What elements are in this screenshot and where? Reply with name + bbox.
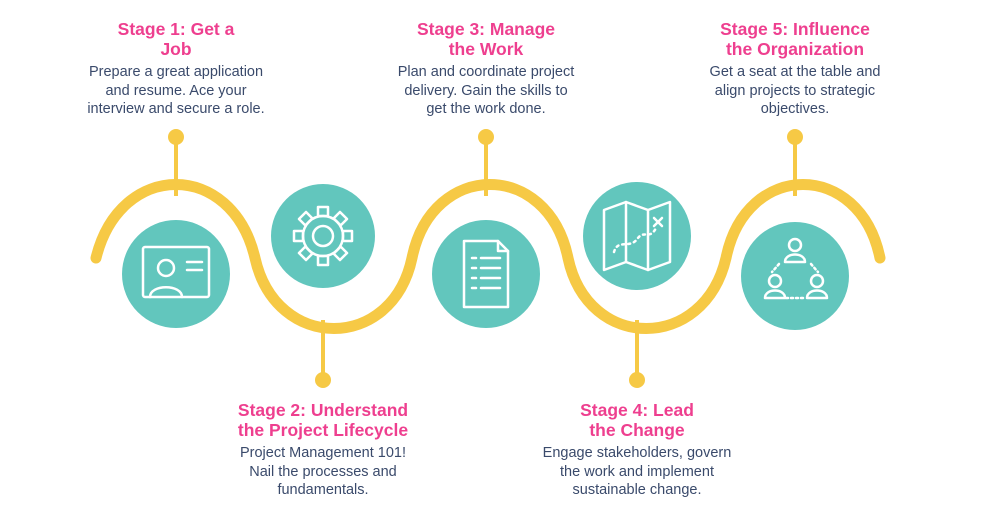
stage-2-title-line2: the Project Lifecycle <box>237 420 409 440</box>
stage-4-dot <box>629 372 645 388</box>
stage-2-desc-line3: fundamentals. <box>277 482 369 498</box>
stage-4-title: Stage 4: Lead the Change <box>530 400 744 440</box>
stage-3-dot <box>478 129 494 145</box>
stage-4-circle <box>583 182 691 290</box>
stage-1-title: Stage 1: Get a Job <box>70 19 282 59</box>
stage-1-block: Stage 1: Get a Job Prepare a great appli… <box>70 19 282 119</box>
stage-3-desc-line1: Plan and coordinate project <box>397 64 575 80</box>
stage-1-title-line2: Job <box>160 39 192 59</box>
stage-4-description: Engage stakeholders, govern the work and… <box>530 444 744 500</box>
stage-2-dot <box>315 372 331 388</box>
stage-2-title-line1: Stage 2: Understand <box>237 400 409 420</box>
treasure-map-icon <box>602 200 672 272</box>
stage-5-block: Stage 5: Influence the Organization Get … <box>688 19 902 119</box>
stage-4-desc-line2: the work and implement <box>560 463 714 480</box>
stage-2-title: Stage 2: Understand the Project Lifecycl… <box>213 400 433 440</box>
stage-5-dot <box>787 129 803 145</box>
resume-card-icon <box>141 245 211 299</box>
stage-5-title-line1: Stage 5: Influence <box>720 19 870 39</box>
stage-5-desc-line1: Get a seat at the table and <box>709 64 881 80</box>
stage-4-title-line1: Stage 4: Lead <box>580 400 694 420</box>
stage-1-desc-line1: Prepare a great application <box>88 64 264 80</box>
stage-5-title-line2: the Organization <box>725 39 865 59</box>
stage-1-title-line1: Stage 1: Get a <box>117 19 235 39</box>
stage-4-title-line2: the Change <box>589 420 685 440</box>
wave-path <box>90 179 886 334</box>
stage-5-circle <box>741 222 849 330</box>
stage-1-desc-line3: interview and secure a role. <box>87 101 265 117</box>
stage-3-title-line1: Stage 3: Manage <box>416 19 556 39</box>
stage-2-circle <box>271 184 375 288</box>
stage-5-title: Stage 5: Influence the Organization <box>688 19 902 59</box>
stage-4-block: Stage 4: Lead the Change Engage stakehol… <box>530 400 744 500</box>
stage-1-dot <box>168 129 184 145</box>
stage-4-desc-line3: sustainable change. <box>572 482 702 498</box>
stage-3-title: Stage 3: Manage the Work <box>380 19 592 59</box>
stage-3-block: Stage 3: Manage the Work Plan and coordi… <box>380 19 592 119</box>
gear-icon <box>292 205 354 267</box>
stage-1-desc-line2: and resume. Ace your <box>105 82 247 99</box>
stage-3-title-line2: the Work <box>448 39 524 59</box>
stage-3-circle <box>432 220 540 328</box>
stage-2-description: Project Management 101! Nail the process… <box>213 444 433 500</box>
stage-3-description: Plan and coordinate project delivery. Ga… <box>380 63 592 119</box>
checklist-document-icon <box>462 239 510 309</box>
stage-3-desc-line3: get the work done. <box>426 101 546 117</box>
stage-3-desc-line2: delivery. Gain the skills to <box>404 82 568 99</box>
stage-5-description: Get a seat at the table and align projec… <box>688 63 902 119</box>
stage-2-desc-line2: Nail the processes and <box>249 463 397 480</box>
stage-5-desc-line2: align projects to strategic <box>714 82 876 99</box>
stage-5-desc-line3: objectives. <box>760 101 830 117</box>
stage-2-desc-line1: Project Management 101! <box>239 445 407 461</box>
stage-1-description: Prepare a great application and resume. … <box>70 63 282 119</box>
stage-4-desc-line1: Engage stakeholders, govern <box>542 445 732 461</box>
stage-2-block: Stage 2: Understand the Project Lifecycl… <box>213 400 433 500</box>
stage-1-circle <box>122 220 230 328</box>
team-network-icon <box>763 237 829 300</box>
